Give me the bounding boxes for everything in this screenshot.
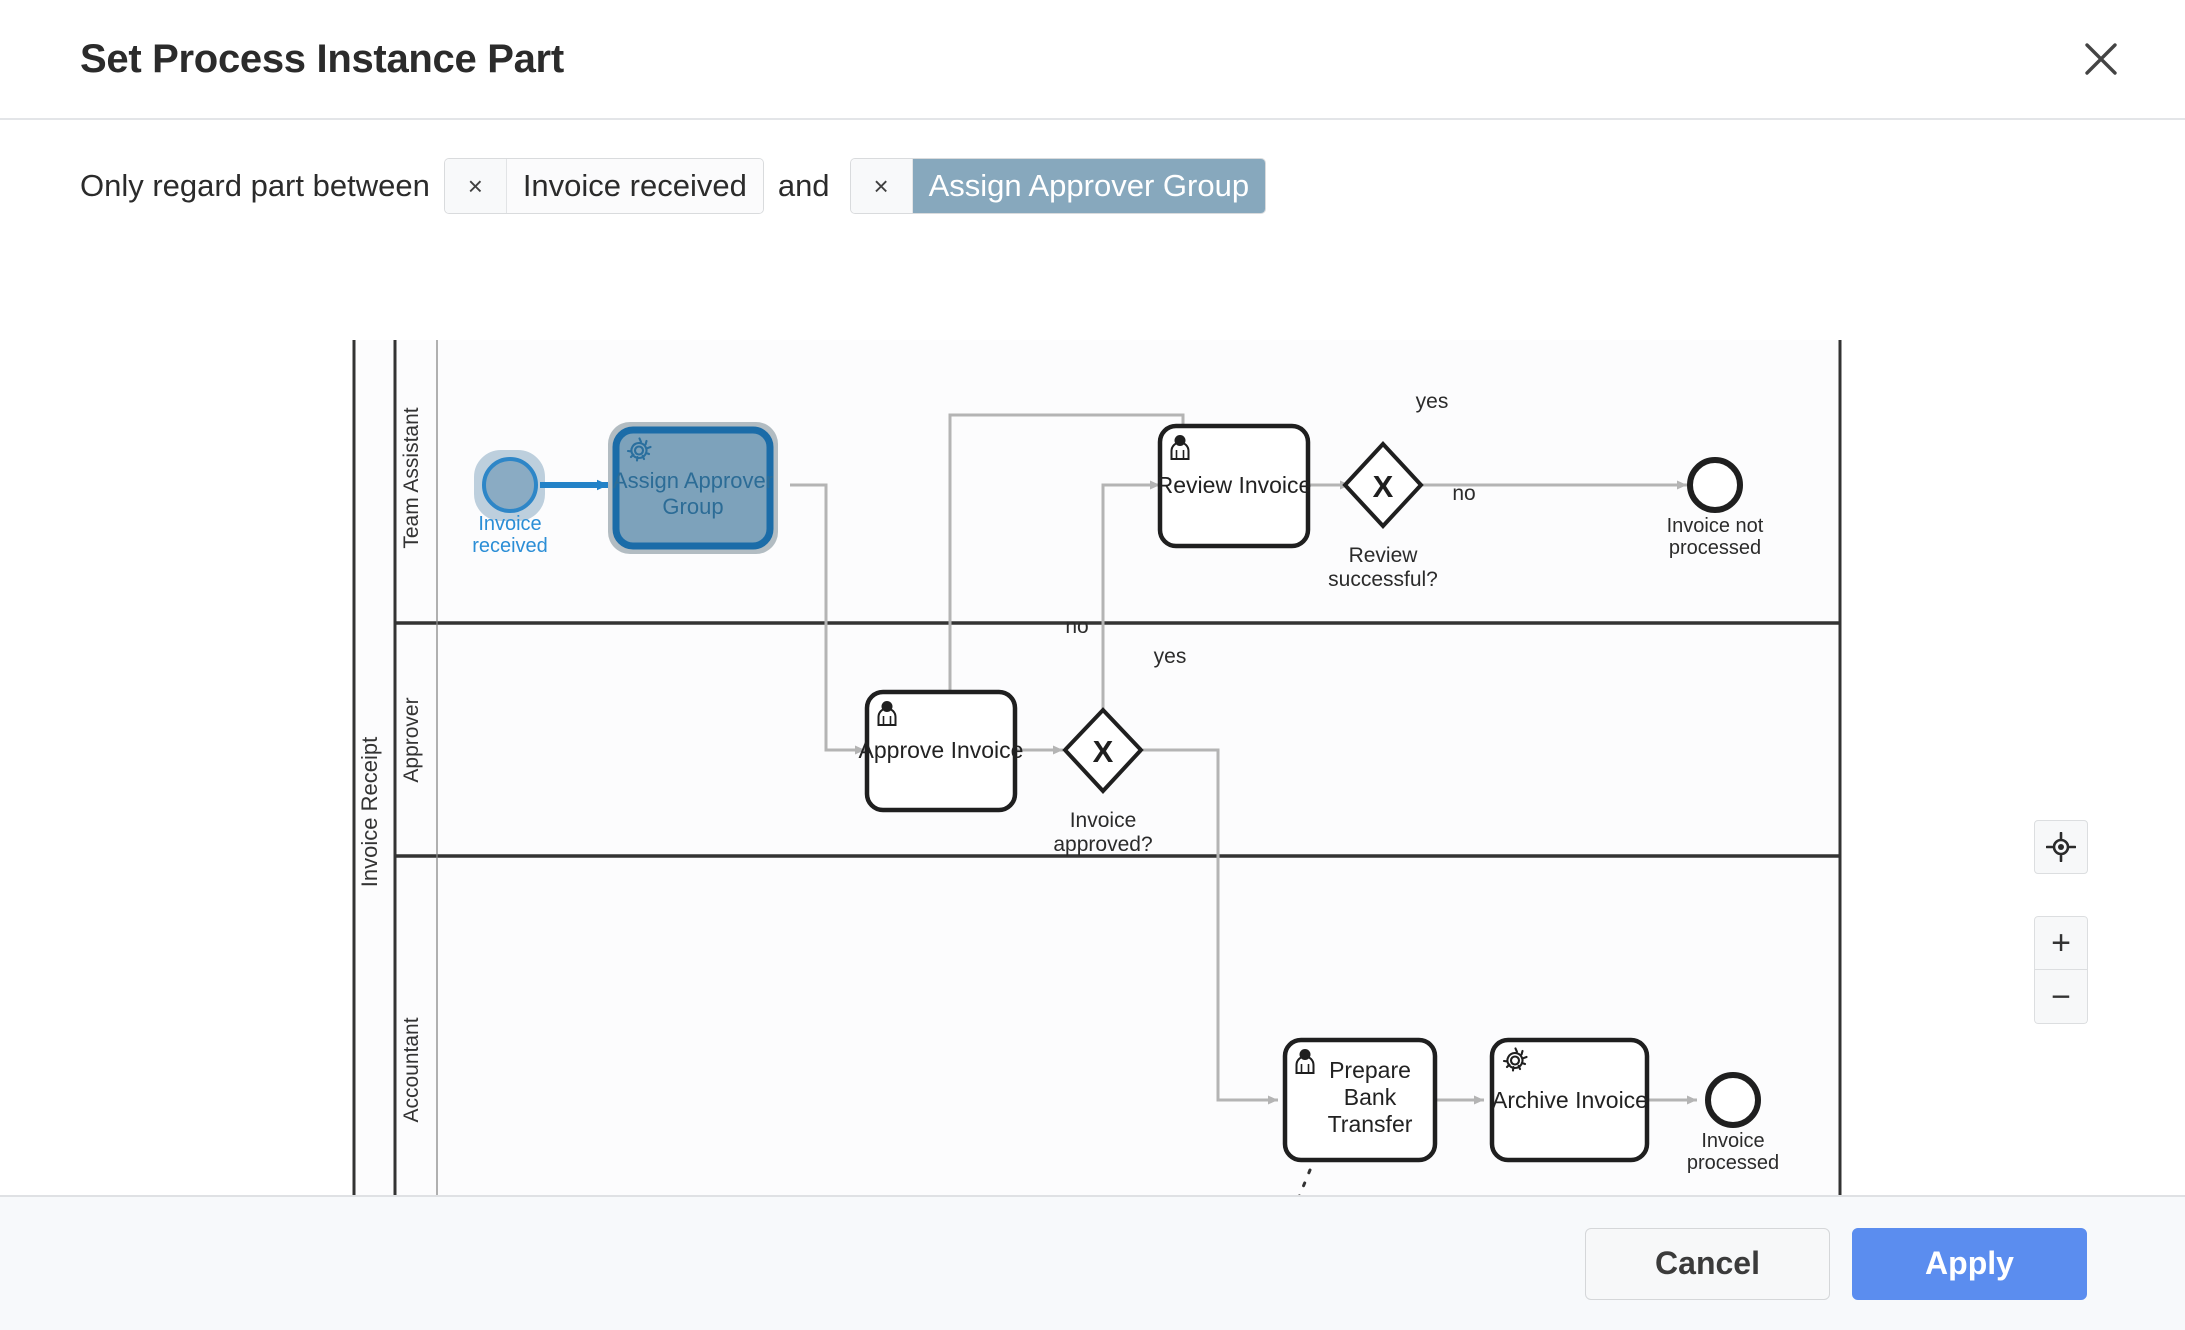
user-task-person-icon xyxy=(1295,1049,1315,1074)
bpmn-canvas[interactable]: Invoice Receipt Team Assistant Approver … xyxy=(0,340,2185,1195)
gateway-approved-label-line2: approved? xyxy=(1053,833,1152,856)
lane-label-accountant: Accountant xyxy=(400,1017,423,1122)
filter-conjunction: and xyxy=(777,168,830,203)
task-prepare-bank-transfer[interactable]: Prepare Bank Transfer xyxy=(1282,1037,1438,1163)
end-event-invoice-not-processed[interactable]: Invoice not processed xyxy=(1667,457,1764,559)
task-review-invoice[interactable]: Review Invoice xyxy=(1157,423,1312,549)
gateway-invoice-approved[interactable]: X Invoice approved? xyxy=(1053,707,1153,856)
chip-remove-icon-start[interactable]: × xyxy=(444,159,507,213)
start-event-label-line1: Invoice xyxy=(478,513,541,535)
edge-label-approved-no: no xyxy=(1065,615,1088,638)
gateway-x-icon: X xyxy=(1093,734,1114,769)
pool-label: Invoice Receipt xyxy=(357,737,382,887)
gateway-review-successful[interactable]: X Review successful? xyxy=(1328,441,1438,591)
flow-assign-to-approve[interactable] xyxy=(790,483,865,755)
task-assign-approver-group[interactable]: Assign Approver Group xyxy=(608,422,778,554)
task-approve-invoice[interactable]: Approve Invoice xyxy=(859,689,1024,813)
edge-label-review-yes: yes xyxy=(1416,390,1449,413)
filter-label: Only regard part between xyxy=(80,168,430,203)
recenter-button[interactable] xyxy=(2034,820,2088,874)
end-event-ok-label-line1: Invoice xyxy=(1701,1130,1764,1152)
start-event-invoice-received[interactable]: Invoice received xyxy=(472,450,548,557)
sequence-flows xyxy=(790,413,1697,1105)
zoom-in-button[interactable]: + xyxy=(2034,916,2088,970)
zoom-controls: + − xyxy=(2034,916,2088,1024)
zoom-out-label: − xyxy=(2051,977,2071,1016)
gateway-review-label-line2: successful? xyxy=(1328,568,1438,591)
chip-end-element[interactable]: × Assign Approver Group xyxy=(849,158,1267,214)
task-prepare-label-line1: Prepare xyxy=(1329,1057,1411,1083)
gateway-review-label-line1: Review xyxy=(1349,544,1419,567)
dialog-footer: Cancel Apply xyxy=(0,1195,2185,1330)
edge-labels: yes no no yes xyxy=(1065,390,1475,668)
cancel-button[interactable]: Cancel xyxy=(1585,1227,1830,1300)
page-title: Set Process Instance Part xyxy=(80,36,564,81)
end-event-not-label-line1: Invoice not xyxy=(1667,515,1764,537)
lane-dividers xyxy=(395,621,1840,858)
dialog-header: Set Process Instance Part xyxy=(0,0,2185,120)
lane-label-approver: Approver xyxy=(400,697,423,782)
lane-label-team-assistant: Team Assistant xyxy=(400,407,423,548)
bpmn-diagram: Invoice Receipt Team Assistant Approver … xyxy=(352,340,1842,1195)
part-filter-row: Only regard part between × Invoice recei… xyxy=(80,158,2185,214)
close-glyph xyxy=(2085,43,2117,75)
zoom-out-button[interactable]: − xyxy=(2034,970,2088,1024)
chip-remove-icon-end[interactable]: × xyxy=(850,159,913,213)
chip-label-start: Invoice received xyxy=(506,159,763,213)
service-task-gear-icon xyxy=(626,437,652,462)
chip-start-element[interactable]: × Invoice received xyxy=(443,158,764,214)
service-task-gear-icon xyxy=(1502,1047,1528,1072)
dialog-body: Only regard part between × Invoice recei… xyxy=(0,120,2185,1195)
gateway-x-icon: X xyxy=(1373,469,1394,504)
lane-labels: Team Assistant Approver Accountant xyxy=(400,340,438,1195)
gateway-approved-label-line1: Invoice xyxy=(1070,809,1137,832)
apply-button[interactable]: Apply xyxy=(1852,1227,2087,1300)
start-event-label-line2: received xyxy=(472,535,548,557)
task-prepare-label-line2: Bank xyxy=(1344,1084,1397,1110)
zoom-in-label: + xyxy=(2051,924,2071,962)
task-archive-invoice[interactable]: Archive Invoice xyxy=(1489,1037,1650,1163)
task-review-label: Review Invoice xyxy=(1157,472,1312,498)
task-assign-label-line2: Group xyxy=(662,494,723,519)
end-event-invoice-processed[interactable]: Invoice processed xyxy=(1687,1072,1779,1174)
end-event-not-label-line2: processed xyxy=(1669,537,1761,559)
task-archive-label: Archive Invoice xyxy=(1492,1087,1648,1113)
flow-approved-no-to-review[interactable] xyxy=(1101,480,1160,710)
edge-label-review-no: no xyxy=(1452,482,1475,505)
task-prepare-label-line3: Transfer xyxy=(1328,1111,1413,1137)
chip-label-end: Assign Approver Group xyxy=(912,159,1266,213)
task-approve-label: Approve Invoice xyxy=(859,737,1024,763)
flow-approved-yes-to-prepare[interactable] xyxy=(1143,748,1278,1105)
crosshair-icon xyxy=(2046,832,2076,862)
end-event-ok-label-line2: processed xyxy=(1687,1152,1779,1174)
canvas-controls: + − xyxy=(2034,820,2088,1024)
flow-prepare-to-datastore[interactable] xyxy=(1270,1168,1312,1195)
task-assign-label-line1: Assign Approver xyxy=(613,468,773,493)
close-icon[interactable] xyxy=(2075,33,2127,85)
user-task-person-icon xyxy=(1170,435,1190,460)
user-task-person-icon xyxy=(877,701,897,726)
edge-label-approved-yes: yes xyxy=(1154,645,1187,668)
